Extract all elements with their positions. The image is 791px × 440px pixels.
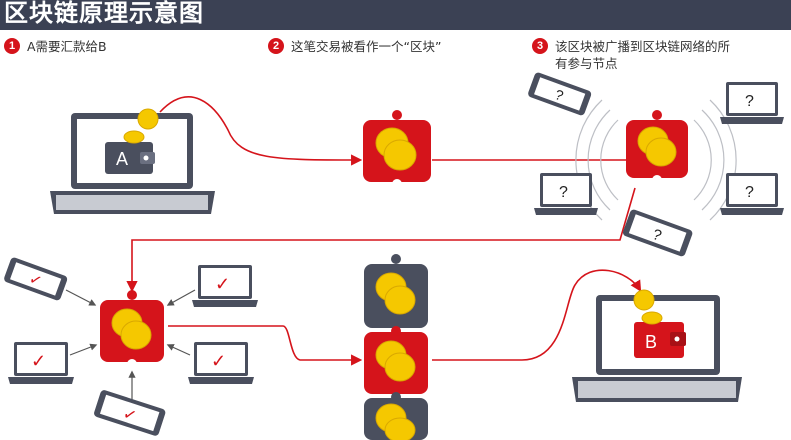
node-laptop-mid-left: ? bbox=[534, 173, 598, 215]
checkmark-icon: ✓ bbox=[31, 351, 46, 371]
coin-icon bbox=[137, 108, 159, 130]
step-3-text: 该区块被广播到区块链网络的所 有参与节点 bbox=[555, 38, 730, 72]
title-bar: 区块链原理示意图 bbox=[0, 0, 791, 30]
node-laptop-mid-right: ? bbox=[720, 173, 784, 215]
step-1: 1 A需要汇款给B bbox=[4, 38, 107, 55]
step-2: 2 这笔交易被看作一个“区块” bbox=[268, 38, 441, 55]
chain-block-previous bbox=[364, 254, 428, 328]
sender-laptop: A bbox=[50, 108, 215, 214]
wallet-b-icon bbox=[634, 322, 684, 358]
node-laptop-top-right: ? bbox=[720, 82, 784, 124]
verified-laptop-bottom-right: ✓ bbox=[188, 342, 254, 384]
step-2-badge: 2 bbox=[268, 38, 284, 54]
step-3: 3 该区块被广播到区块链网络的所 有参与节点 bbox=[532, 38, 730, 72]
chain-block-new bbox=[364, 326, 428, 394]
unknown-mark: ? bbox=[745, 184, 754, 201]
flow-arrow-chain-to-b bbox=[432, 269, 642, 361]
checkmark-icon: ✓ bbox=[121, 405, 139, 425]
broadcast-block bbox=[575, 99, 737, 221]
step-3-badge: 3 bbox=[532, 38, 548, 54]
node-phone-bottom: ? bbox=[622, 209, 693, 257]
flow-arrow-a-to-block bbox=[159, 96, 363, 166]
chain-block-next bbox=[364, 392, 428, 440]
verified-phone-bottom: ✓ bbox=[94, 390, 166, 436]
block-chain bbox=[364, 254, 428, 440]
verification-block bbox=[100, 290, 164, 369]
receiver-laptop: B bbox=[572, 289, 742, 402]
coin-icon bbox=[633, 289, 655, 311]
verified-nodes bbox=[65, 289, 196, 400]
flow-arrow-verify-to-chain bbox=[168, 325, 363, 366]
checkmark-icon: ✓ bbox=[215, 274, 230, 294]
step-3-text-line2: 有参与节点 bbox=[555, 56, 618, 71]
step-1-text: A需要汇款给B bbox=[27, 39, 107, 54]
verified-phone-top-left: ✓ bbox=[4, 257, 68, 301]
checkmark-icon: ✓ bbox=[211, 351, 226, 371]
unknown-mark: ? bbox=[559, 184, 568, 201]
flow-arrow-broadcast-to-verify bbox=[126, 187, 636, 293]
flow-lines bbox=[126, 96, 642, 366]
transaction-block bbox=[363, 110, 431, 189]
step-1-badge: 1 bbox=[4, 38, 20, 54]
step-3-text-line1: 该区块被广播到区块链网络的所 bbox=[555, 39, 731, 54]
checkmark-icon: ✓ bbox=[27, 270, 45, 290]
verified-laptop-top-right: ✓ bbox=[192, 265, 258, 307]
node-phone-top-left: ? bbox=[528, 72, 592, 116]
unknown-mark: ? bbox=[745, 93, 754, 110]
wallet-b-label: B bbox=[645, 332, 657, 352]
step-2-text: 这笔交易被看作一个“区块” bbox=[291, 39, 442, 54]
wallet-a-label: A bbox=[116, 149, 128, 169]
verified-laptop-bottom-left: ✓ bbox=[8, 342, 74, 384]
page-title: 区块链原理示意图 bbox=[4, 0, 204, 27]
wallet-a-icon bbox=[105, 142, 153, 174]
blockchain-diagram: A ? bbox=[4, 72, 784, 440]
